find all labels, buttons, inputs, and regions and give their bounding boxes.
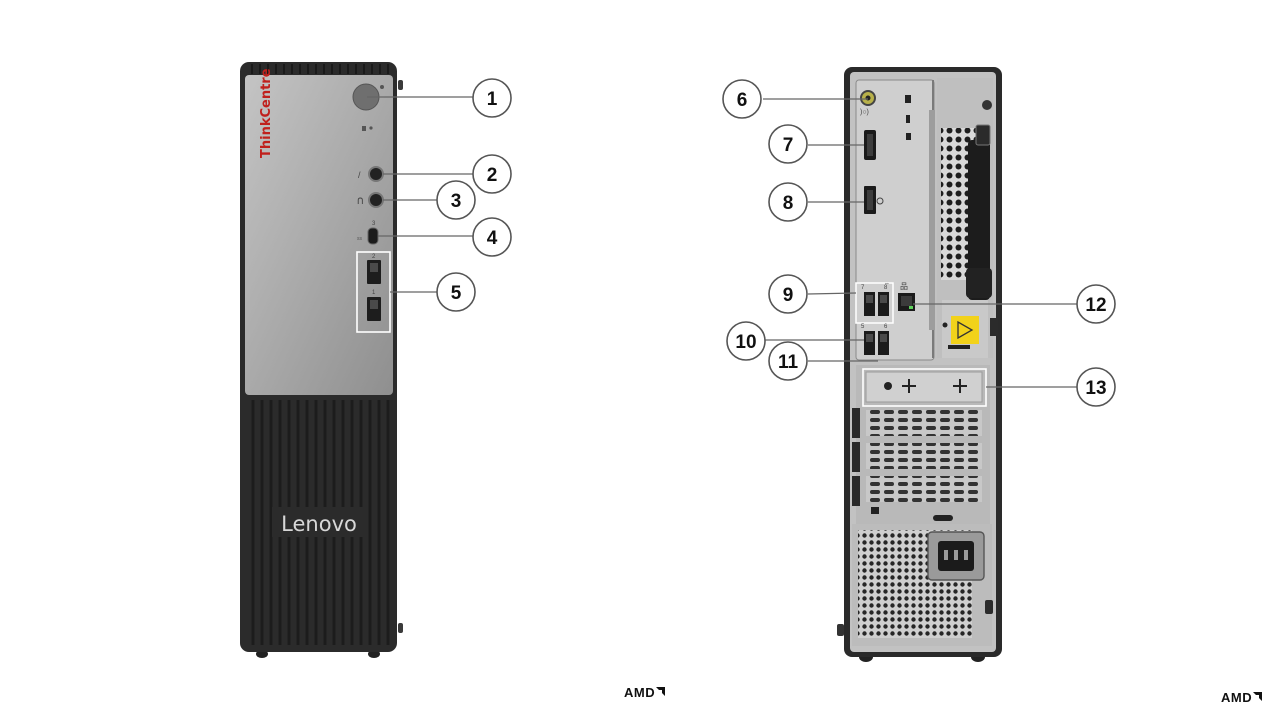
callout-3: 3 bbox=[436, 180, 476, 220]
callout-8-label: 8 bbox=[783, 193, 794, 214]
usb-c-port[interactable] bbox=[367, 227, 379, 245]
callout-7-label: 7 bbox=[783, 135, 794, 156]
callout-12: 12 bbox=[1076, 284, 1116, 324]
callout-7: 7 bbox=[768, 124, 808, 164]
microphone-icon: / bbox=[358, 170, 361, 180]
callout-2: 2 bbox=[472, 154, 512, 194]
warning-label bbox=[951, 316, 979, 344]
front-view: ThinkCentre / ᑎ 3 ss 2 1 bbox=[240, 62, 403, 658]
rear-usb-number-8: 8 bbox=[884, 285, 888, 291]
rear-usb-number-7: 7 bbox=[861, 285, 865, 291]
amd-logo-center-text: AMD bbox=[624, 685, 655, 700]
headphone-jack[interactable] bbox=[368, 192, 384, 208]
callout-9-label: 9 bbox=[783, 285, 794, 306]
hdd-led-icon bbox=[369, 126, 373, 130]
amd-logo-right: AMD bbox=[1221, 690, 1262, 705]
headphone-icon: ᑎ bbox=[357, 196, 364, 206]
callout-5: 5 bbox=[436, 272, 476, 312]
expansion-slot-2 bbox=[866, 410, 982, 436]
amd-logo-right-text: AMD bbox=[1221, 690, 1252, 705]
io-shield bbox=[855, 79, 935, 361]
callout-6-label: 6 bbox=[737, 90, 748, 111]
front-top-grille bbox=[251, 64, 389, 74]
callout-4: 4 bbox=[472, 217, 512, 257]
amd-arrow-icon-center bbox=[656, 687, 665, 696]
expansion-slot-4 bbox=[866, 476, 982, 502]
lenovo-logo: Lenovo bbox=[281, 512, 357, 536]
callout-2-label: 2 bbox=[487, 165, 498, 186]
callout-13: 13 bbox=[1076, 367, 1116, 407]
callout-8: 8 bbox=[768, 182, 808, 222]
front-panel bbox=[245, 75, 393, 395]
callout-11-label: 11 bbox=[778, 352, 799, 373]
callout-13-label: 13 bbox=[1085, 378, 1106, 399]
callout-3-label: 3 bbox=[451, 191, 462, 212]
rear-usb-port-5[interactable] bbox=[864, 331, 875, 355]
callout-1: 1 bbox=[472, 78, 512, 118]
rear-usb-port-7[interactable] bbox=[864, 292, 875, 316]
callout-11: 11 bbox=[768, 341, 808, 381]
audio-port-icon: )○) bbox=[860, 109, 869, 116]
ethernet-icon: 品 bbox=[900, 282, 908, 291]
rear-usb-number-5: 5 bbox=[861, 324, 865, 330]
displayport-icon bbox=[876, 197, 884, 205]
usb-a-port-number-bottom: 1 bbox=[372, 290, 376, 296]
callout-4-label: 4 bbox=[487, 228, 498, 249]
rear-usb-number-6: 6 bbox=[884, 324, 888, 330]
amd-arrow-icon-right bbox=[1253, 692, 1262, 701]
kensington-lock-slot[interactable] bbox=[975, 124, 991, 146]
callout-5-label: 5 bbox=[451, 283, 462, 304]
callout-9: 9 bbox=[768, 274, 808, 314]
callouts: 1 2 3 4 5 6 7 8 bbox=[436, 78, 1116, 407]
rear-view: )○) 7 8 ⇔ 品 5 6 bbox=[837, 67, 1002, 662]
callout-6: 6 bbox=[722, 79, 762, 119]
callout-1-label: 1 bbox=[487, 89, 498, 110]
rear-usb-highlight-box bbox=[855, 282, 894, 324]
microphone-jack[interactable] bbox=[368, 166, 384, 182]
rear-usb-port-6[interactable] bbox=[878, 331, 889, 355]
usb-c-icon: ss bbox=[357, 236, 363, 242]
front-brand-label: ThinkCentre bbox=[259, 68, 274, 158]
expansion-slot-3 bbox=[866, 443, 982, 469]
callout-lines bbox=[367, 96, 1077, 388]
card-reader-icon bbox=[362, 126, 366, 131]
power-led-icon bbox=[380, 85, 384, 89]
callout-12-label: 12 bbox=[1085, 295, 1106, 316]
callout-10: 10 bbox=[726, 321, 766, 361]
cable-strap bbox=[968, 140, 990, 300]
rear-usb-port-8[interactable] bbox=[878, 292, 889, 316]
callout-10-label: 10 bbox=[735, 332, 756, 353]
usb-icon-rear: ⇔ bbox=[884, 281, 890, 287]
amd-logo-center: AMD bbox=[624, 685, 665, 700]
usb-c-port-number: 3 bbox=[372, 221, 376, 227]
callout-line-9 bbox=[807, 292, 857, 295]
usb-a-port-number-top: 2 bbox=[372, 254, 376, 260]
